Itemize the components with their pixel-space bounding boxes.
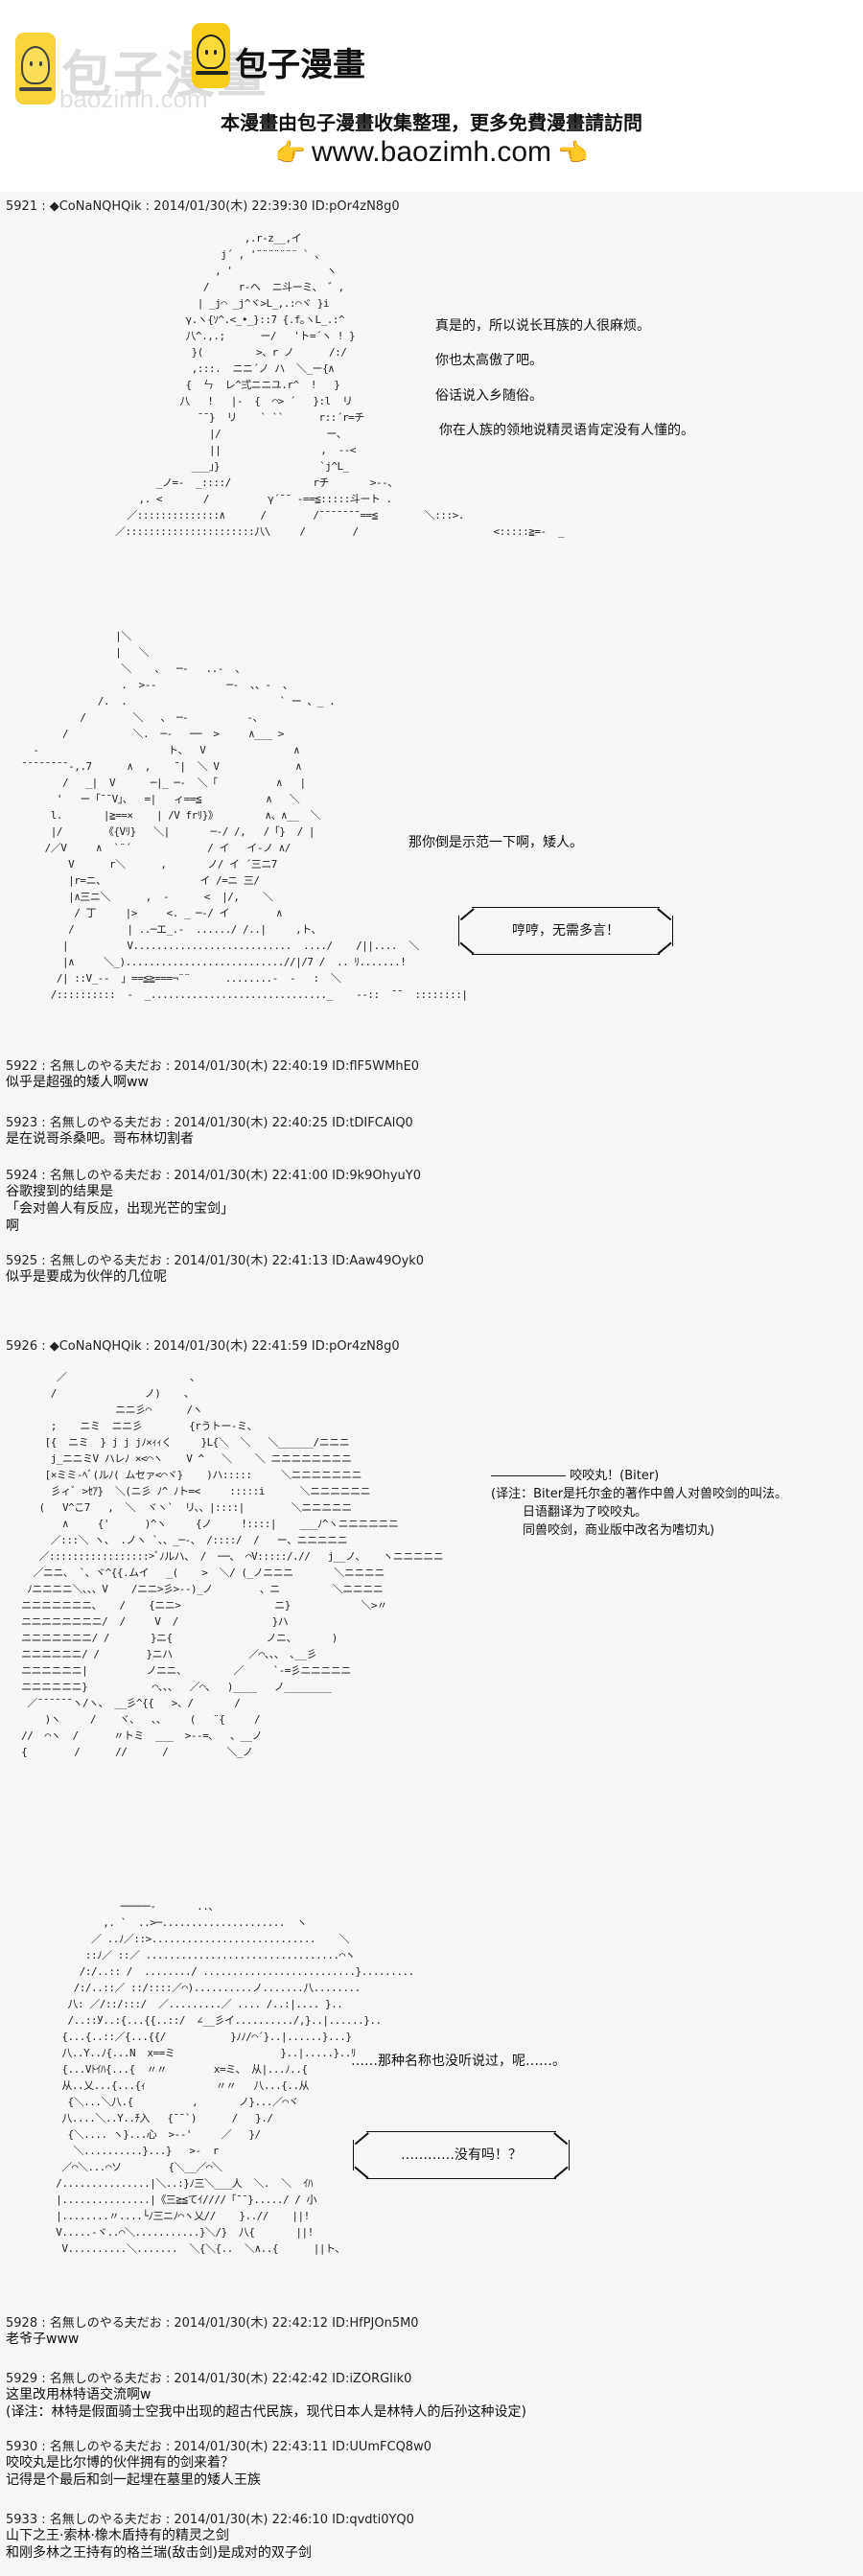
site-url-link[interactable]: www.baozimh.com [311,136,552,168]
watermark-brand: 包子漫畫 [61,47,269,104]
bubble-text: 哼哼，无需多言！ [512,923,619,939]
dialog-line: ……那种名称也没听说过，呢……。 [351,2054,566,2069]
dialog-line: 俗话说入乡随俗。 [435,388,543,404]
post-header: 5922 : 名無しのやる夫だお : 2014/01/30(木) 22:40:1… [6,1059,420,1074]
post-header: 5921 : ◆CoNaNQHQik : 2014/01/30(木) 22:39… [6,199,400,214]
post-header: 5923 : 名無しのやる夫だお : 2014/01/30(木) 22:40:2… [6,1116,413,1130]
baozi-logo-icon [15,33,56,104]
dialog-line: 真是的，所以说长耳族的人很麻烦。 [435,318,650,334]
post-header: 5929 : 名無しのやる夫だお : 2014/01/30(木) 22:42:4… [6,2372,412,2386]
pointing-right-hand-icon: 👉 [274,138,306,167]
translator-note: ―――――― 咬咬丸！(Biter) (译注：Biter是托尔金的著作中兽人对兽… [491,1469,788,1538]
ascii-art-dwarf-pose: ／ 、 / ノ) 、 ニニ彡⌒ /ヽ ; ニミ ニニ彡 {rうトー-ミ、 [{ … [21,1371,444,1758]
banner-url-line: 👉www.baozimh.com👈 [0,136,863,169]
post-body: 似乎是超强的矮人啊ww [6,1075,149,1090]
speech-bubble: …………没有吗！？ [353,2131,570,2179]
post-header: 5933 : 名無しのやる夫だお : 2014/01/30(木) 22:46:1… [6,2513,414,2527]
post-body: 这里改用林特语交流啊w (译注：林特是假面骑士空我中出现的超古代民族，现代日本人… [6,2387,526,2420]
baozi-logo-icon [192,23,230,88]
thread-content: 5921 : ◆CoNaNQHQik : 2014/01/30(木) 22:39… [0,192,863,2576]
bubble-text: …………没有吗！？ [401,2147,522,2163]
post-body: 是在说哥杀桑吧。哥布林切割者 [6,1131,194,1147]
post-header: 5924 : 名無しのやる夫だお : 2014/01/30(木) 22:41:0… [6,1169,422,1183]
pointing-left-hand-icon: 👈 [557,138,589,167]
post-body: 老爷子www [6,2332,80,2347]
post-header: 5926 : ◆CoNaNQHQik : 2014/01/30(木) 22:41… [6,1339,400,1354]
brand-title: 包子漫畫 [235,46,365,84]
post-header: 5930 : 名無しのやる夫だお : 2014/01/30(木) 22:43:1… [6,2440,432,2454]
speech-bubble: 哼哼，无需多言！ [458,907,673,955]
ascii-art-dwarf: ,.r-z__,イ j´ , '¨¨¨¨¨¨¨ ` 、 , ' ヽ / r‐ヘ … [115,232,564,538]
dialog-line: 你在人族的领地说精灵语肯定没有人懂的。 [439,423,694,438]
dialog-line: 你也太高傲了吧。 [435,353,543,368]
post-body: 谷歌搜到的结果是 「会对兽人有反应，出现光芒的宝剑」 啊 [6,1184,234,1234]
post-body: 咬咬丸是比尔博的伙伴拥有的剑来着？ 记得是个最后和剑一起埋在墓里的矮人王族 [6,2455,261,2488]
banner-message: 本漫畫由包子漫畫收集整理，更多免費漫畫請訪問 [221,111,642,134]
dialog-line: 那你倒是示范一下啊，矮人。 [408,835,583,850]
ascii-art-elf: |＼ | ＼ ＼ 、 ─- ..- 、 . >-- ─- 、、- 、 /. . … [21,630,468,1001]
post-header: 5928 : 名無しのやる夫だお : 2014/01/30(木) 22:42:1… [6,2316,419,2331]
site-banner: 包子漫畫 baozimh.com 包子漫畫 本漫畫由包子漫畫收集整理，更多免費漫… [0,0,863,192]
post-body: 似乎是要成为伙伴的几位呢 [6,1269,167,1285]
ascii-art-elf-confused: ─────- ..、 ,. ` ..>─....................… [56,1900,414,2255]
watermark-url: baozimh.com [59,84,208,113]
post-body: 山下之王·索林·橡木盾持有的精灵之剑 和刚多林之王持有的格兰瑞(敌击剑)是成对的… [6,2528,312,2561]
post-header: 5925 : 名無しのやる夫だお : 2014/01/30(木) 22:41:1… [6,1254,425,1268]
